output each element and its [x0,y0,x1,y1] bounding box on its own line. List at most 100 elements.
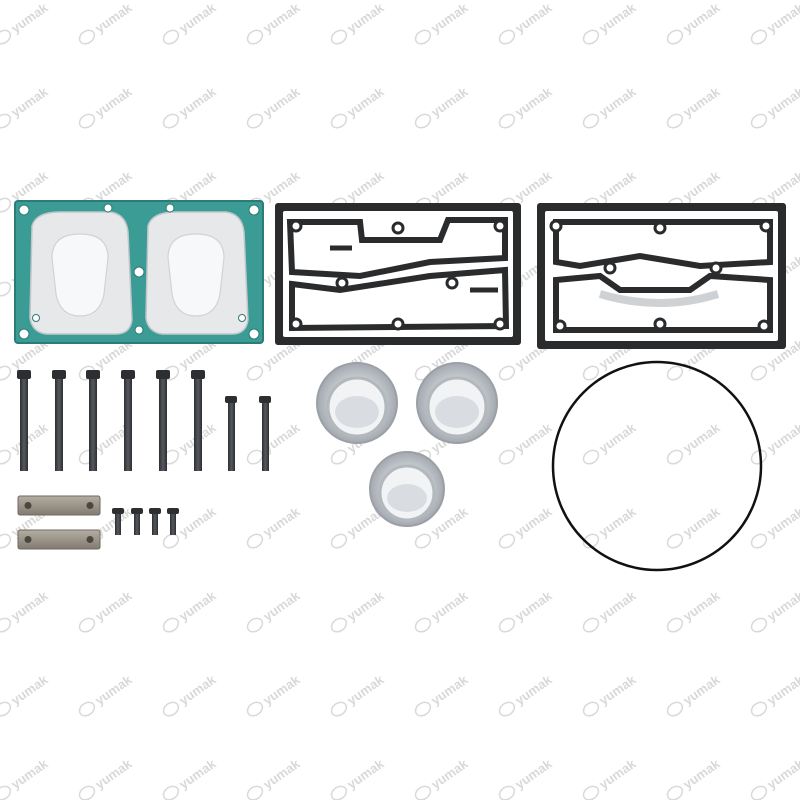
watermark-text: yumak [344,0,387,36]
watermark-tile: yumak [498,756,555,800]
watermark-logo-icon [666,617,684,633]
watermark-tile: yumak [666,588,723,633]
watermark-logo-icon [0,197,12,213]
watermark-text: yumak [596,0,639,36]
oring-icon [551,360,763,572]
watermark-logo-icon [246,449,264,465]
watermark-logo-icon [162,617,180,633]
watermark-logo-icon [750,617,768,633]
watermark-tile: yumak [582,0,639,45]
watermark-tile: yumak [414,588,471,633]
watermark-text: yumak [92,672,135,708]
watermark-text: yumak [596,84,639,120]
watermark-logo-icon [414,785,432,800]
watermark-text: yumak [428,0,471,36]
bolt-icon [225,396,237,471]
watermark-logo-icon [0,617,12,633]
watermark-logo-icon [582,701,600,717]
watermark-tile: yumak [78,0,135,45]
watermark-tile: yumak [498,420,555,465]
watermark-text: yumak [596,588,639,624]
watermark-logo-icon [414,617,432,633]
retaining-plates [17,495,101,550]
watermark-text: yumak [428,168,471,204]
watermark-tile: yumak [750,672,800,717]
watermark-tile: yumak [78,756,135,800]
valve-cap [416,362,498,444]
watermark-tile: yumak [666,756,723,800]
watermark-text: yumak [344,84,387,120]
bolt-icon [191,370,205,471]
watermark-text: yumak [596,168,639,204]
watermark-text: yumak [680,0,723,36]
watermark-logo-icon [498,785,516,800]
watermark-text: yumak [260,504,303,540]
watermark-tile: yumak [498,504,555,549]
watermark-logo-icon [0,449,12,465]
watermark-text: yumak [260,588,303,624]
watermark-logo-icon [0,365,12,381]
watermark-text: yumak [764,168,800,204]
watermark-tile: yumak [498,672,555,717]
watermark-text: yumak [8,756,51,792]
watermark-tile: yumak [666,420,723,465]
watermark-logo-icon [330,617,348,633]
watermark-text: yumak [512,0,555,36]
watermark-tile: yumak [162,588,219,633]
watermark-logo-icon [582,617,600,633]
watermark-text: yumak [428,84,471,120]
watermark-logo-icon [0,785,12,800]
watermark-text: yumak [8,672,51,708]
watermark-logo-icon [162,701,180,717]
watermark-logo-icon [0,701,12,717]
watermark-logo-icon [750,113,768,129]
watermark-text: yumak [260,168,303,204]
watermark-tile: yumak [414,672,471,717]
watermark-logo-icon [750,533,768,549]
watermark-logo-icon [246,29,264,45]
watermark-text: yumak [512,588,555,624]
screw-icon [167,508,179,535]
watermark-logo-icon [414,533,432,549]
watermark-text: yumak [428,756,471,792]
watermark-logo-icon [498,365,516,381]
watermark-text: yumak [344,588,387,624]
bolt-set [17,370,271,471]
watermark-text: yumak [596,504,639,540]
watermark-tile: yumak [414,756,471,800]
watermark-logo-icon [750,701,768,717]
watermark-text: yumak [176,84,219,120]
watermark-logo-icon [750,365,768,381]
watermark-text: yumak [512,168,555,204]
watermark-text: yumak [512,756,555,792]
watermark-tile: yumak [246,588,303,633]
watermark-text: yumak [512,420,555,456]
watermark-logo-icon [414,113,432,129]
watermark-text: yumak [92,0,135,36]
watermark-text: yumak [344,168,387,204]
watermark-tile: yumak [162,672,219,717]
watermark-logo-icon [330,785,348,800]
watermark-logo-icon [498,701,516,717]
watermark-logo-icon [498,113,516,129]
watermark-tile: yumak [414,0,471,45]
watermark-tile: yumak [0,756,51,800]
watermark-text: yumak [92,756,135,792]
head-gasket-left [275,203,521,345]
watermark-text: yumak [8,420,51,456]
watermark-tile: yumak [498,588,555,633]
watermark-tile: yumak [750,756,800,800]
watermark-text: yumak [764,672,800,708]
watermark-logo-icon [246,365,264,381]
screw-icon [112,508,124,535]
watermark-logo-icon [498,29,516,45]
watermark-text: yumak [260,756,303,792]
watermark-text: yumak [176,672,219,708]
bolt-icon [121,370,135,471]
watermark-tile: yumak [246,84,303,129]
watermark-logo-icon [582,29,600,45]
watermark-text: yumak [176,504,219,540]
watermark-logo-icon [162,29,180,45]
